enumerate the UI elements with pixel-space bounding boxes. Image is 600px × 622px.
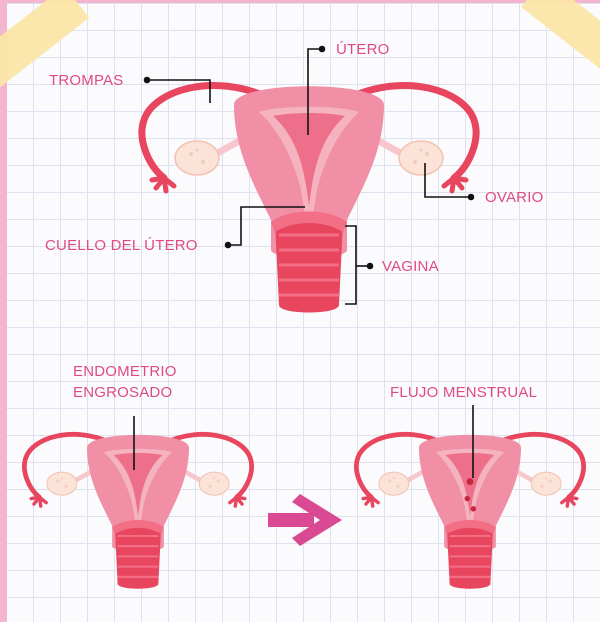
label-cuello: CUELLO DEL ÚTERO	[45, 236, 198, 255]
label-utero: ÚTERO	[336, 40, 390, 59]
label-trompas: TROMPAS	[49, 71, 123, 90]
label-flujo-menstrual: FLUJO MENSTRUAL	[390, 383, 537, 402]
uterus-diagram-main	[142, 85, 476, 312]
label-endometrio-line2: ENGROSADO	[73, 383, 172, 402]
label-endometrio-line1: ENDOMETRIO	[73, 362, 177, 381]
right-arrow-icon	[268, 494, 342, 546]
uterus-diagram-endometrium	[24, 434, 251, 588]
label-vagina: VAGINA	[382, 257, 439, 276]
uterus-diagram-menstrual	[356, 434, 583, 588]
label-ovario: OVARIO	[485, 188, 543, 207]
